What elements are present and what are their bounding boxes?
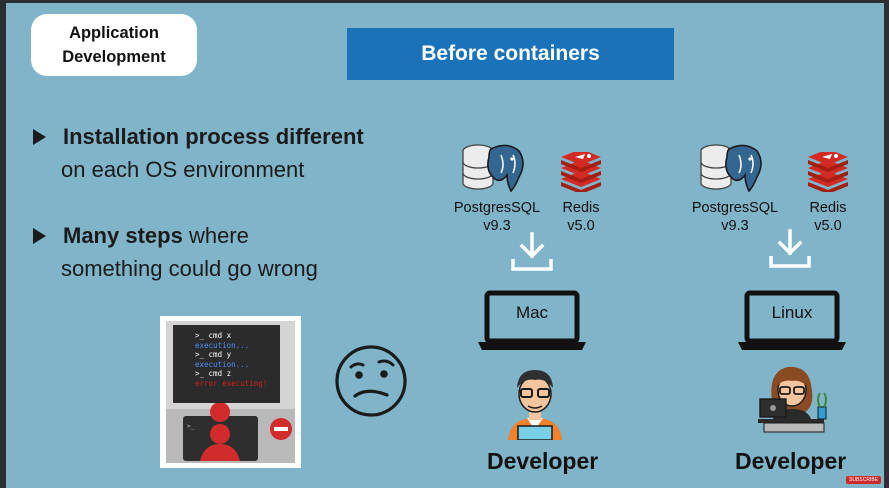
terminal-window: >_ cmd x execution... >_ cmd y execution… (173, 325, 280, 403)
redis-name: Redis (562, 200, 600, 216)
redis-version: v5.0 (814, 218, 842, 234)
bullet-2-rest: where (182, 223, 249, 248)
postgres-label-left: PostgresSQL v9.3 (447, 199, 547, 235)
postgres-name: PostgresSQL (453, 200, 541, 216)
terminal-line-text: execution... (195, 340, 250, 350)
svg-text:>_: >_ (187, 423, 195, 430)
postgres-label-right: PostgresSQL v9.3 (685, 199, 785, 235)
terminal-lines: >_ cmd x execution... >_ cmd y execution… (173, 331, 280, 388)
title-banner: Before containers (347, 28, 674, 80)
os-label-linux: Linux (771, 303, 813, 322)
download-arrow-icon (511, 232, 553, 271)
redis-icon (808, 152, 848, 192)
laptop-icon (478, 290, 586, 350)
bullet-triangle-icon (33, 129, 46, 145)
terminal-line: >_ cmd z (173, 369, 280, 379)
bullet-1-line2: on each OS environment (61, 157, 305, 182)
badge-line-1: Application (69, 24, 159, 42)
postgres-version: v9.3 (483, 218, 511, 234)
confused-face-icon (335, 345, 407, 417)
terminal-line-text: execution... (195, 359, 250, 369)
terminal-line-text: error executing! (195, 378, 268, 388)
redis-name: Redis (809, 200, 847, 216)
redis-label-right: Redis v5.0 (802, 199, 854, 235)
right-bar (884, 0, 889, 488)
badge-line-2: Development (62, 48, 166, 66)
redis-version: v5.0 (567, 218, 595, 234)
redis-label-left: Redis v5.0 (555, 199, 607, 235)
bullet-1-bold: Installation process different (63, 124, 364, 149)
laptop-icon (738, 290, 846, 350)
terminal-line-text: >_ cmd z (195, 369, 232, 378)
terminal-line-text: >_ cmd x (195, 331, 232, 340)
bullet-2-bold: Many steps (63, 223, 183, 248)
developer-label-right: Developer (735, 448, 847, 474)
developer-label-left: Developer (487, 448, 599, 474)
developer-icon (508, 370, 562, 440)
download-arrow-icon (769, 229, 811, 268)
section-badge: Application Development (31, 14, 197, 76)
os-label-mac: Mac (515, 303, 549, 322)
banner-title: Before containers (421, 42, 600, 65)
postgres-version: v9.3 (721, 218, 749, 234)
postgresql-icon (700, 144, 762, 193)
left-bar (0, 0, 6, 488)
terminal-line: execution... (173, 341, 280, 351)
developer-icon (758, 366, 827, 433)
terminal-line: execution... (173, 360, 280, 370)
terminal-line: error executing! (173, 379, 280, 389)
subscribe-badge[interactable]: SUBSCRIBE (846, 476, 881, 484)
terminal-line: >_ cmd y (173, 350, 280, 360)
postgresql-icon (462, 144, 524, 193)
redis-icon (561, 152, 601, 192)
postgres-name: PostgresSQL (691, 200, 779, 216)
terminal-line: >_ cmd x (173, 331, 280, 341)
bullet-triangle-icon (33, 228, 46, 244)
terminal-line-text: >_ cmd y (195, 350, 232, 359)
bullet-2-line2: something could go wrong (61, 256, 318, 281)
top-bar (0, 0, 889, 3)
